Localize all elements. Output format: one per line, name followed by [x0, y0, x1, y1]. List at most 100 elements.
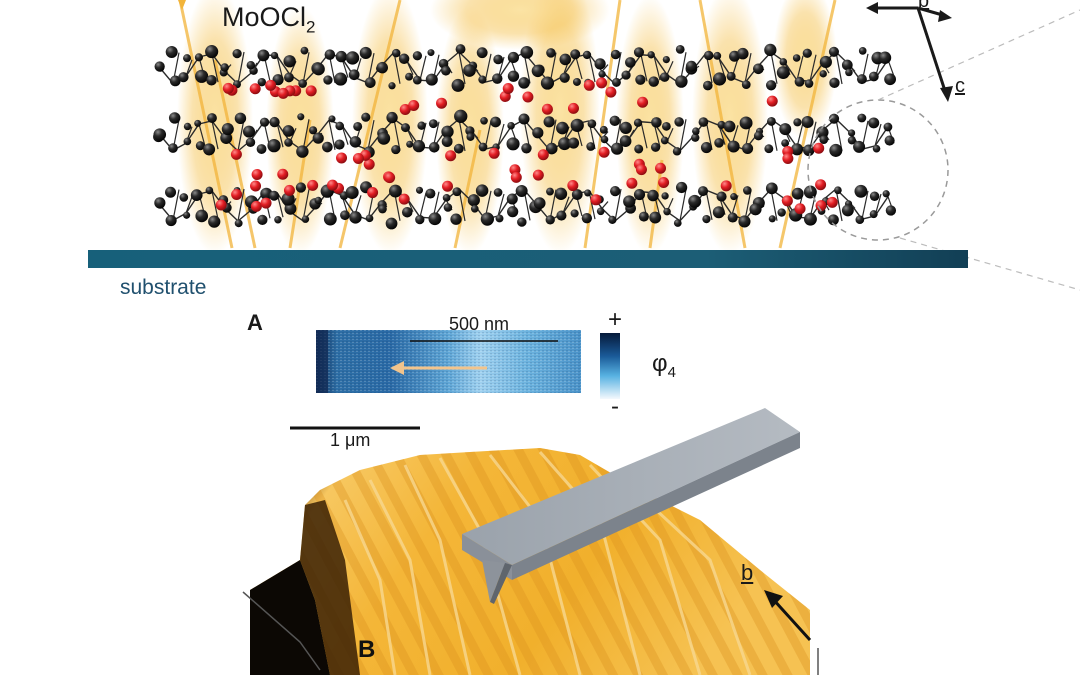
atom [453, 143, 464, 154]
atom [451, 78, 465, 92]
atom [312, 132, 324, 144]
oxygen-atom [637, 96, 649, 108]
bond [484, 53, 492, 83]
atom [570, 118, 584, 132]
atom [454, 109, 468, 123]
atom [480, 212, 495, 226]
atom [507, 70, 520, 82]
atom [884, 73, 896, 86]
atom [662, 121, 671, 131]
bond [185, 59, 193, 77]
atom [558, 137, 571, 151]
oxygen-atom [222, 82, 234, 94]
atom [792, 54, 801, 62]
bond [796, 55, 804, 81]
atom [415, 214, 425, 225]
atom [518, 113, 530, 125]
bond [835, 118, 843, 152]
topography-shadow [250, 560, 330, 675]
colorbar [600, 333, 620, 399]
axis-c-label: c [955, 75, 965, 97]
atom [847, 129, 856, 137]
oxygen-atom [598, 146, 610, 158]
atom [450, 213, 462, 225]
oxygen-atom [251, 169, 263, 181]
atom [845, 68, 853, 77]
bond [458, 51, 466, 85]
atom [220, 63, 229, 72]
atom [203, 143, 216, 156]
atom [765, 182, 778, 195]
atom [427, 49, 435, 57]
atom [245, 137, 256, 148]
atom [619, 135, 632, 147]
atom [764, 43, 777, 57]
bond [744, 53, 752, 83]
bond [770, 52, 778, 84]
bond [679, 119, 687, 151]
atom [610, 142, 624, 155]
bond [679, 189, 687, 221]
plot-frame-line [242, 591, 321, 671]
atom [802, 48, 812, 58]
atom [599, 125, 608, 134]
atom [559, 53, 572, 66]
scale-bar-1um-label: 1 μm [330, 430, 371, 450]
atom [834, 186, 842, 195]
atom [828, 113, 840, 124]
atom [452, 187, 462, 197]
atom [298, 79, 307, 88]
atom [753, 131, 764, 141]
oxygen-atom [305, 85, 317, 97]
oxygen-atom [398, 193, 410, 205]
atom [738, 215, 751, 228]
oxygen-atom [532, 169, 544, 181]
atom [417, 121, 426, 130]
atom [672, 147, 682, 156]
atom [610, 186, 621, 197]
atom [388, 82, 396, 90]
atom [323, 212, 337, 226]
bond [237, 51, 245, 85]
oxygen-atom [230, 148, 242, 160]
atom [376, 61, 388, 74]
atom [554, 187, 568, 200]
atom [256, 144, 267, 154]
molecular-layers [153, 43, 897, 230]
atom [234, 112, 247, 125]
bond [497, 126, 512, 147]
atom [467, 194, 480, 207]
atom [232, 49, 242, 59]
atom [221, 123, 234, 136]
oxygen-atom [658, 176, 670, 188]
atom [884, 135, 895, 146]
bond [302, 52, 310, 84]
bond [653, 55, 668, 76]
atom [269, 116, 280, 128]
atom [205, 45, 219, 59]
atom [386, 111, 398, 124]
bond [302, 189, 310, 221]
atom [506, 137, 520, 151]
atom [793, 118, 802, 127]
atom [323, 75, 333, 85]
atom [855, 215, 865, 225]
colorbar-max-label: + [608, 306, 623, 333]
atom [406, 140, 414, 148]
atom [692, 127, 700, 135]
atom [698, 117, 709, 127]
zoom-guide-line [877, 9, 1080, 101]
atom [517, 217, 527, 227]
atom [584, 189, 592, 197]
atom [274, 216, 282, 224]
bond [744, 190, 752, 220]
atom [348, 69, 360, 81]
atom [334, 72, 348, 86]
atom [801, 115, 814, 128]
atom [493, 188, 503, 197]
atom [661, 192, 669, 200]
atom [531, 64, 544, 78]
atom [568, 137, 580, 149]
oxygen-atom [590, 194, 602, 206]
oxygen-atom [283, 184, 295, 196]
